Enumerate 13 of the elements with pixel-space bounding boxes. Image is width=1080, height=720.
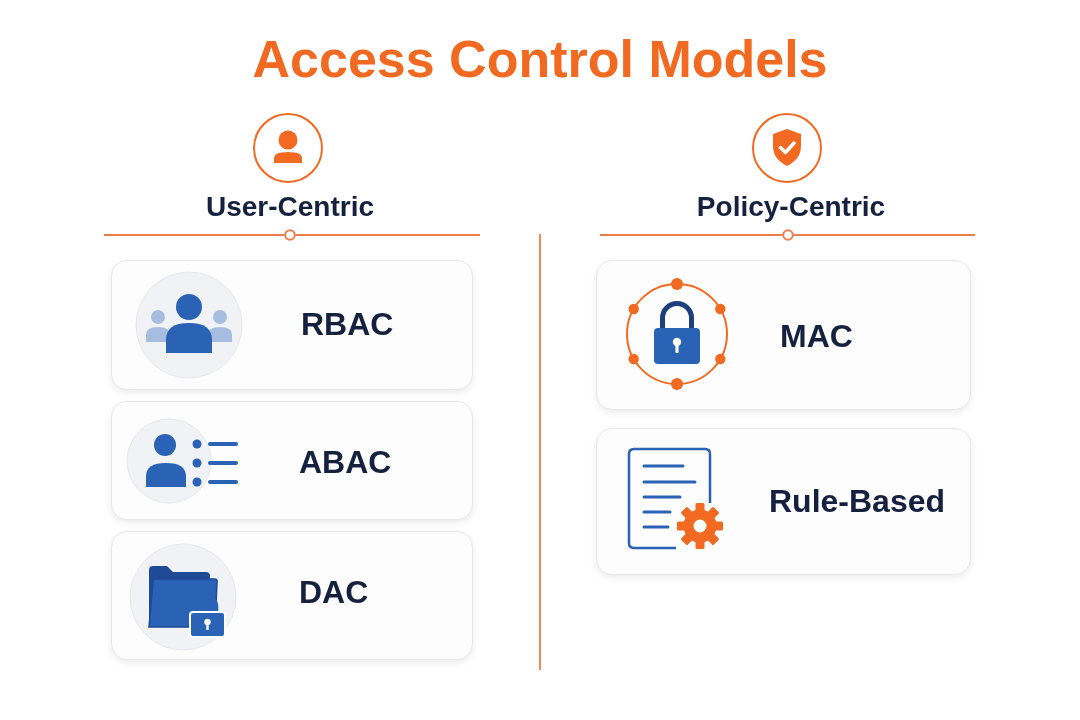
card-title: MAC [780,317,853,355]
column-heading: User-Centric [205,190,375,224]
card [111,260,473,390]
card [111,531,473,660]
card-title: DAC [299,573,369,611]
card-title: RBAC [301,305,394,343]
card [596,428,971,575]
card-title: Rule-Based [769,482,946,520]
card-title: ABAC [299,443,392,481]
card [111,401,473,520]
title: Access Control Models [252,29,828,90]
card [596,260,971,410]
column-heading: Policy-Centric [696,190,886,224]
